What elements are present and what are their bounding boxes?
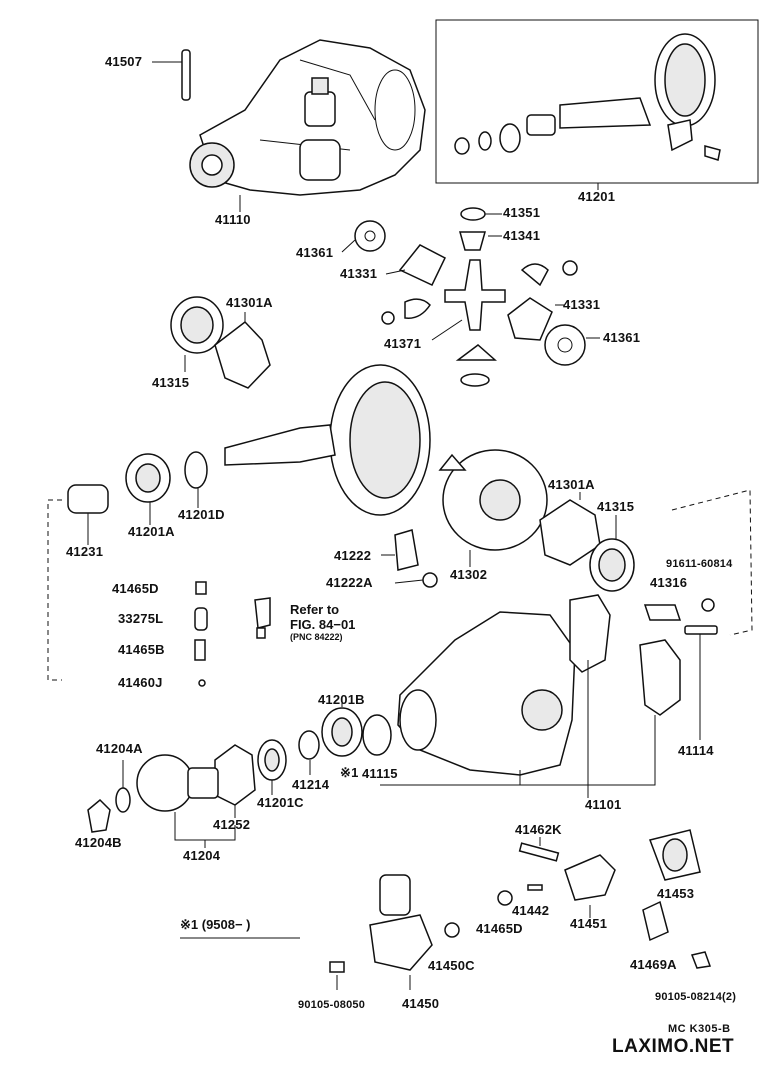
label-33275l: 33275L (118, 611, 164, 626)
label-41302: 41302 (450, 567, 488, 582)
label-41201: 41201 (578, 189, 616, 204)
refer-line1: Refer to (290, 602, 340, 617)
label-41361-right: 41361 (603, 330, 641, 345)
label-90105-08050: 90105-08050 (298, 999, 366, 1011)
part-41231-41201a-41201d[interactable] (67, 451, 208, 545)
label-41204: 41204 (183, 848, 221, 863)
label-41201b: 41201B (318, 692, 365, 707)
label-41371: 41371 (384, 336, 422, 351)
part-shift-fork-parts[interactable] (497, 829, 712, 969)
label-41465b: 41465B (118, 642, 165, 657)
label-90105-08214: 90105-08214(2) (655, 991, 737, 1003)
part-41222-plate[interactable] (381, 529, 438, 588)
label-41341: 41341 (503, 228, 541, 243)
switch-icon (254, 597, 271, 639)
label-41115-mark: ※1 (340, 765, 359, 780)
part-41507-pin[interactable] (152, 49, 191, 101)
part-41450-actuator[interactable] (329, 874, 460, 990)
refer-line3: (PNC 84222) (290, 632, 343, 642)
label-41469a: 41469A (630, 957, 677, 972)
brand-logo-text: LAXIMO.NET (612, 1036, 735, 1057)
label-41315-top: 41315 (152, 375, 190, 390)
part-differential-gears[interactable] (341, 207, 600, 387)
label-41361-left: 41361 (296, 245, 334, 260)
label-41204b: 41204B (75, 835, 122, 850)
refer-fig-note[interactable]: Refer to FIG. 84−01 (PNC 84222) (290, 602, 355, 642)
part-41110-carrier-assembly[interactable] (189, 39, 426, 212)
label-41331-left: 41331 (340, 266, 378, 281)
label-41465d-top: 41465D (112, 581, 159, 596)
label-41231: 41231 (66, 544, 104, 559)
part-41315-41301a-bearing[interactable] (170, 296, 271, 389)
label-41316: 41316 (650, 575, 688, 590)
label-41331-right: 41331 (563, 297, 601, 312)
label-91611-60814: 91611-60814 (666, 558, 733, 570)
label-41453: 41453 (657, 886, 695, 901)
label-41301a-right: 41301A (548, 477, 595, 492)
label-41462k: 41462K (515, 822, 562, 837)
part-pinion-side-parts[interactable] (87, 700, 392, 848)
part-ring-gear-pinion[interactable] (224, 364, 431, 516)
label-41204a: 41204A (96, 741, 143, 756)
part-41301a-41315-right[interactable] (539, 492, 635, 592)
part-41302-diff-case[interactable] (438, 449, 548, 567)
label-41507: 41507 (105, 54, 143, 69)
label-41442: 41442 (512, 903, 550, 918)
part-41101-housing[interactable] (380, 594, 718, 798)
refer-line2: FIG. 84−01 (290, 617, 356, 632)
diagram-code: MC K305-B (668, 1023, 731, 1035)
label-41115: 41115 (362, 766, 398, 781)
label-41465d-bottom: 41465D (476, 921, 523, 936)
label-41201c: 41201C (257, 795, 304, 810)
label-41460j: 41460J (118, 675, 163, 690)
label-41450c: 41450C (428, 958, 475, 973)
part-left-small-parts[interactable] (194, 581, 208, 687)
label-41110: 41110 (215, 212, 251, 227)
label-41451: 41451 (570, 916, 608, 931)
label-41101: 41101 (585, 797, 622, 812)
leader-dashes (47, 489, 753, 681)
label-41450: 41450 (402, 996, 440, 1011)
label-41222a: 41222A (326, 575, 373, 590)
label-41201d: 41201D (178, 507, 225, 522)
label-41301a-top: 41301A (226, 295, 273, 310)
label-41114: 41114 (678, 743, 714, 758)
label-41214: 41214 (292, 777, 330, 792)
label-41351: 41351 (503, 205, 541, 220)
label-41201a: 41201A (128, 524, 175, 539)
label-41222: 41222 (334, 548, 372, 563)
label-41252: 41252 (213, 817, 251, 832)
footnote-date: ※1 (9508− ) (180, 917, 251, 932)
part-41201-gear-kit-box[interactable] (435, 19, 759, 190)
label-41315-right: 41315 (597, 499, 635, 514)
